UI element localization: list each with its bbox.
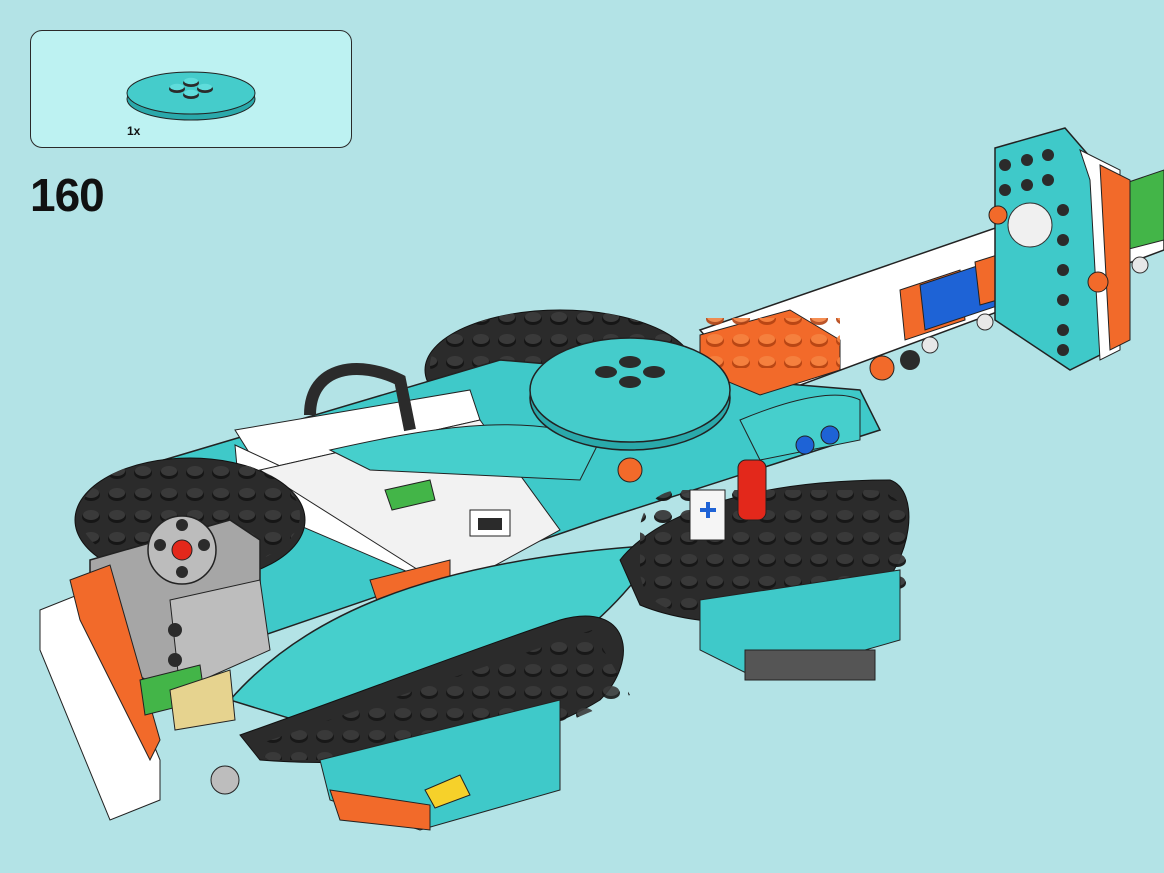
nose-shell [228,394,861,741]
step-number: 160 [30,169,105,221]
orange-brick [699,309,841,396]
round-plate-part-icon [126,71,256,121]
top-round-plate [529,337,731,451]
pins [210,457,767,809]
tail-rotor-mount [988,127,1131,371]
part-quantity: 1x [127,124,141,138]
parts-callout: 1x [30,30,352,148]
left-frame [39,564,236,821]
